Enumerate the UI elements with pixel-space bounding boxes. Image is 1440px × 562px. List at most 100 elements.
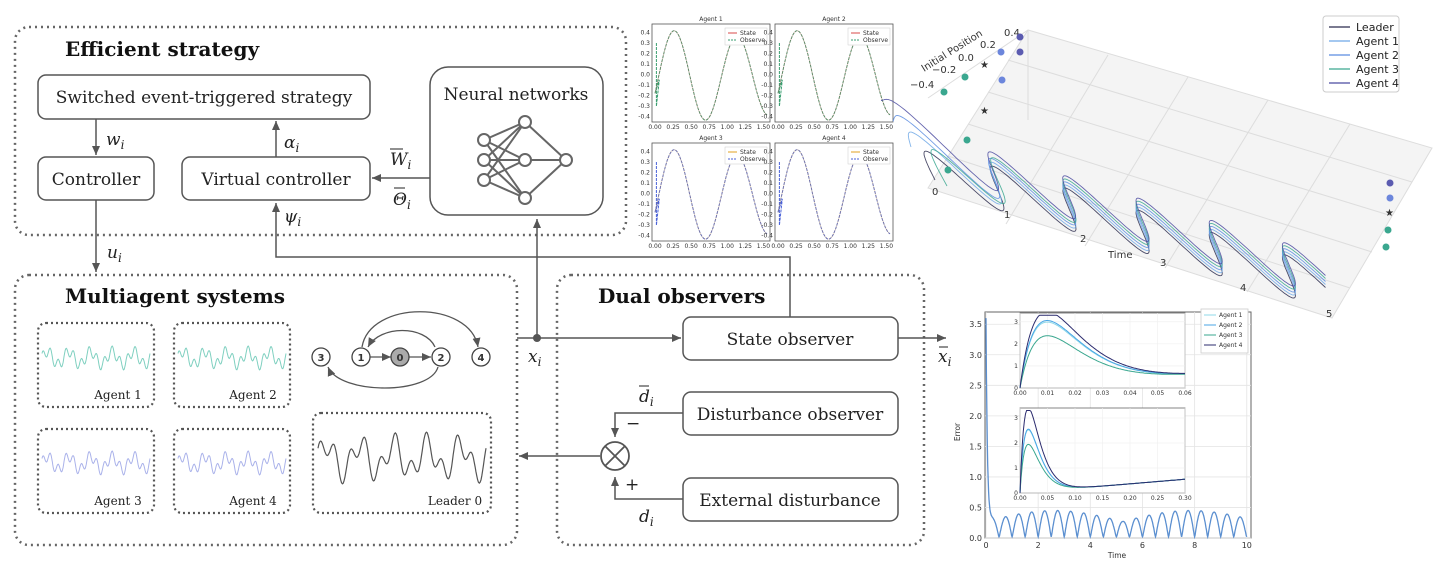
error-ytick: 1.5 bbox=[969, 442, 982, 451]
junction-dot bbox=[533, 334, 541, 342]
plot-3d-trajectories bbox=[880, 98, 1326, 299]
legend-state: State bbox=[863, 30, 879, 37]
inset-xtick: 0.05 bbox=[1041, 495, 1055, 502]
state-curve bbox=[654, 30, 768, 121]
state-curve bbox=[777, 30, 891, 121]
agent-3-wave bbox=[41, 450, 151, 476]
error-ylabel: Error bbox=[953, 422, 962, 441]
agent-tile-1: Agent 1 bbox=[36, 321, 156, 409]
inset-xtick: 0.15 bbox=[1096, 495, 1110, 502]
agent-4-wave bbox=[177, 450, 287, 476]
error-xtick: 0 bbox=[983, 541, 988, 550]
switched-strategy-label: Switched event-triggered strategy bbox=[56, 88, 353, 108]
switched-strategy-block bbox=[37, 74, 371, 120]
agent-plot-xtick: 0.00 bbox=[771, 124, 785, 131]
agent-plot-ytick: -0.3 bbox=[761, 222, 773, 229]
plot3d-ytick-1: 0.2 bbox=[980, 40, 996, 51]
agent-plot-ytick: 0.3 bbox=[763, 40, 773, 47]
inset-curve-2 bbox=[1019, 320, 1185, 389]
agent-plot-xtick: 0.50 bbox=[684, 243, 698, 250]
observe-curve bbox=[777, 149, 891, 240]
agent-plot-ytick: 0.1 bbox=[640, 61, 650, 68]
agent-plot-xtick: 1.25 bbox=[862, 243, 876, 250]
observe-curve bbox=[654, 30, 768, 121]
agent-plot-xtick: 1.50 bbox=[880, 243, 894, 250]
agent-plot-xtick: 1.25 bbox=[862, 124, 876, 131]
error-xtick: 8 bbox=[1192, 541, 1197, 550]
plot3d-xtick-2: 2 bbox=[1080, 234, 1086, 245]
inset-xtick: 0.06 bbox=[1178, 390, 1192, 397]
plot3d-xtick-1: 1 bbox=[1004, 210, 1010, 221]
agent-plot-ytick: -0.4 bbox=[638, 114, 650, 121]
neural-networks-label: Neural networks bbox=[444, 85, 589, 105]
error-ytick: 1.0 bbox=[969, 473, 982, 482]
legend-observe: Observe bbox=[740, 37, 765, 44]
inset-xtick: 0.20 bbox=[1123, 495, 1137, 502]
plot3d-xtick-4: 4 bbox=[1240, 283, 1246, 294]
node-3: 3 bbox=[318, 353, 325, 364]
legend-state: State bbox=[740, 149, 756, 156]
agent-2-wave bbox=[177, 345, 287, 371]
signal-Theta-hat: Θi bbox=[393, 190, 411, 212]
agent-plot-ytick: 0.3 bbox=[763, 159, 773, 166]
agent-plot-xtick: 1.50 bbox=[757, 243, 771, 250]
plot3d-xtick-0: 0 bbox=[932, 187, 938, 198]
state-curve bbox=[654, 149, 768, 240]
inset-ytick: 0 bbox=[1014, 490, 1018, 497]
agent-tile-2: Agent 2 bbox=[172, 321, 292, 409]
agent-plot-1: Agent 10.40.30.20.10.0-0.1-0.2-0.3-0.40.… bbox=[638, 16, 771, 131]
agent-plot-xtick: 0.75 bbox=[826, 243, 840, 250]
agent-plot-ytick: -0.2 bbox=[761, 212, 773, 219]
signal-alpha: αi bbox=[284, 133, 299, 155]
legend3d-agent1: Agent 1 bbox=[1356, 35, 1399, 48]
plot3d-ytick-4: −0.4 bbox=[910, 80, 934, 91]
state-curve bbox=[777, 149, 891, 240]
agent-plot-3: Agent 30.40.30.20.10.0-0.1-0.2-0.3-0.40.… bbox=[638, 135, 771, 250]
plot-3d-legend: Leader Agent 1 Agent 2 Agent 3 Agent 4 bbox=[1322, 15, 1400, 93]
inset-xtick: 0.00 bbox=[1013, 390, 1027, 397]
agent-state-plots: Agent 10.40.30.20.10.0-0.1-0.2-0.3-0.40.… bbox=[638, 16, 894, 250]
agent-plot-xtick: 0.75 bbox=[703, 124, 717, 131]
leader-label: Leader 0 bbox=[428, 494, 482, 508]
efficient-strategy-title: Efficient strategy bbox=[65, 37, 260, 61]
state-observer-label: State observer bbox=[727, 330, 855, 350]
inset-curve-3 bbox=[1019, 335, 1185, 389]
legend-observe: Observe bbox=[863, 156, 888, 163]
agent-plot-xtick: 1.50 bbox=[757, 124, 771, 131]
error-ytick: 2.5 bbox=[969, 381, 982, 390]
disturbance-observer-label: Disturbance observer bbox=[697, 405, 884, 425]
inset-ytick: 3 bbox=[1014, 415, 1018, 422]
signal-d-hat: di bbox=[639, 387, 654, 409]
dual-observers-panel bbox=[555, 273, 926, 547]
error-legend: Agent 1 Agent 2 Agent 3 Agent 4 bbox=[1200, 308, 1249, 354]
svg-text:★: ★ bbox=[1385, 208, 1394, 219]
signal-w: wi bbox=[106, 130, 125, 152]
agent-plot-ytick: 0.2 bbox=[763, 170, 773, 177]
agent-plot-ytick: 0.1 bbox=[640, 180, 650, 187]
agent-plot-ytick: 0.4 bbox=[763, 29, 773, 36]
node-0: 0 bbox=[397, 353, 404, 364]
graph-nodes: 3 1 0 2 4 bbox=[311, 347, 491, 367]
error-xtick: 10 bbox=[1242, 541, 1252, 550]
agent-plot-ytick: 0.0 bbox=[640, 72, 650, 79]
error-ytick: 3.5 bbox=[969, 320, 982, 329]
inset-xtick: 0.01 bbox=[1041, 390, 1055, 397]
signal-d: di bbox=[639, 507, 654, 529]
agent-plot-xtick: 0.25 bbox=[789, 243, 803, 250]
inset-ytick: 2 bbox=[1014, 440, 1018, 447]
plot3d-xlabel: Time bbox=[1107, 250, 1132, 261]
agent-plot-ytick: 0.4 bbox=[763, 148, 773, 155]
minus-sign: − bbox=[626, 414, 640, 434]
error-ytick: 0.5 bbox=[969, 503, 982, 512]
plot3d-ytick-3: −0.2 bbox=[932, 65, 956, 76]
agent-plot-ytick: 0.0 bbox=[763, 191, 773, 198]
agent-plot-xtick: 0.75 bbox=[703, 243, 717, 250]
legend-state: State bbox=[740, 30, 756, 37]
signal-W-hat: Wi bbox=[390, 150, 411, 172]
node-1: 1 bbox=[358, 353, 365, 364]
agent-plot-xtick: 1.25 bbox=[739, 243, 753, 250]
agent-plot-xtick: 0.00 bbox=[648, 124, 662, 131]
agent-plot-ytick: 0.2 bbox=[763, 51, 773, 58]
